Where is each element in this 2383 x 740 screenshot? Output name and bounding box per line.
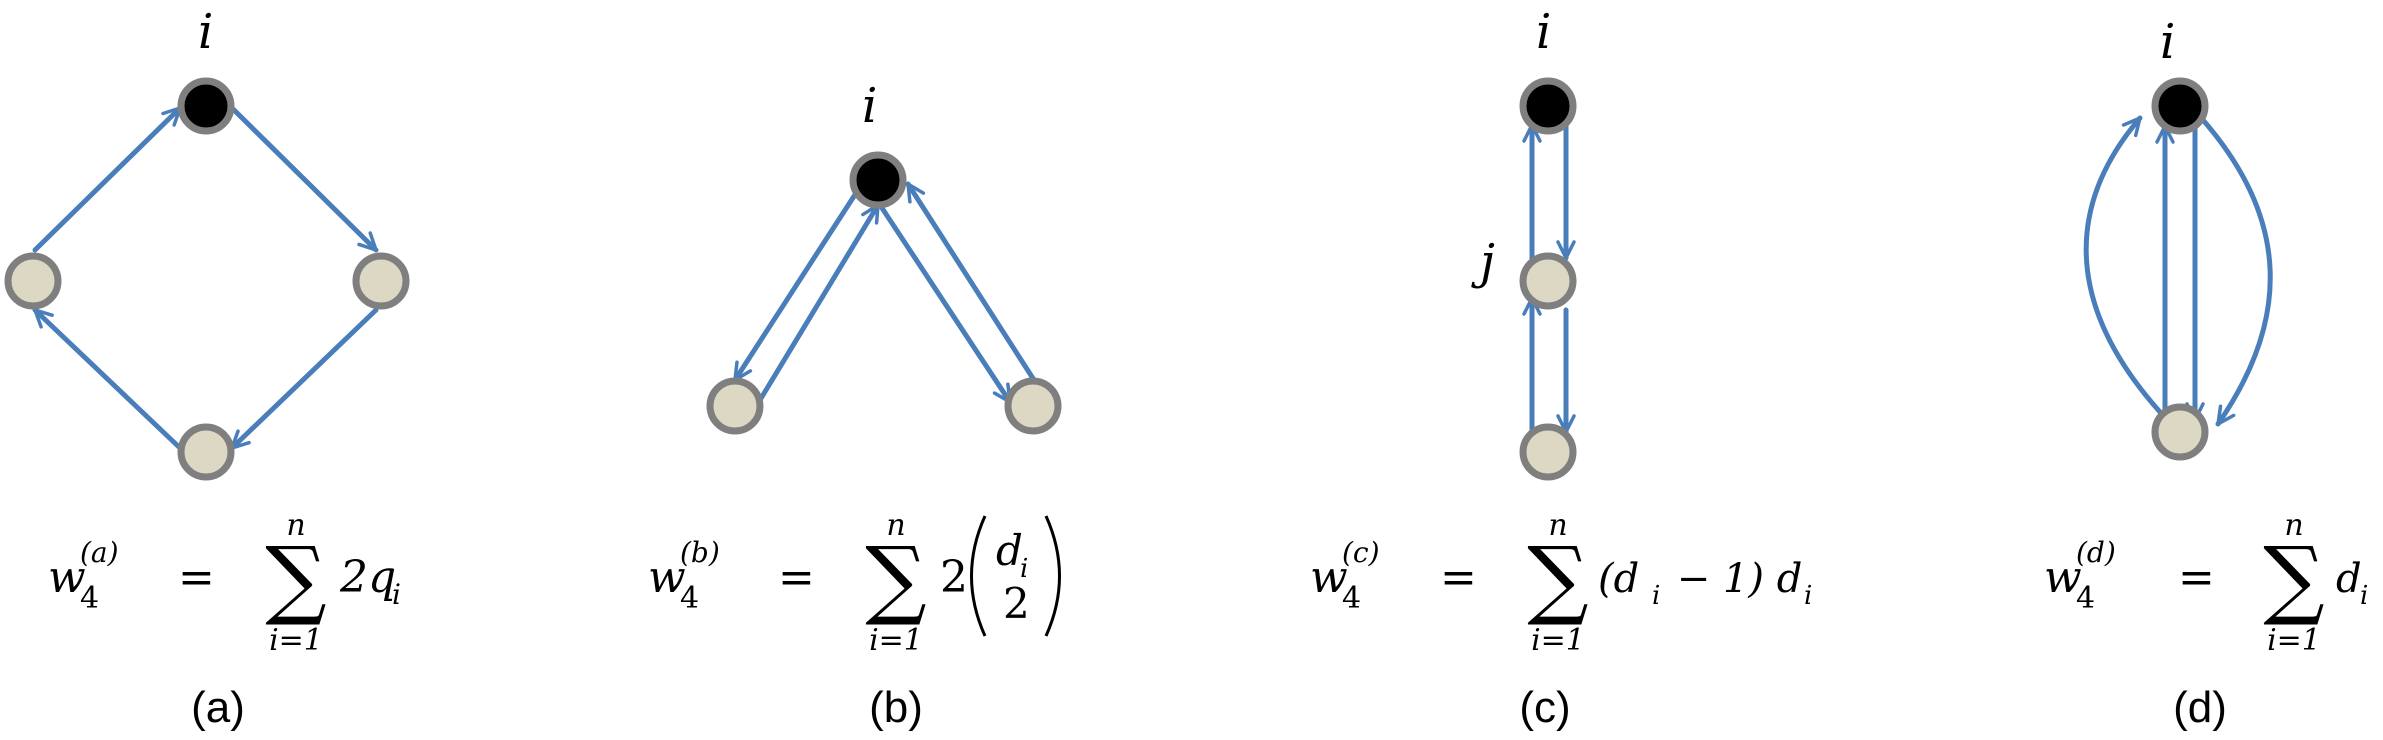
node-b-left: [706, 377, 764, 435]
formula-b-binom-top: d: [996, 526, 1023, 575]
formula-b-binom-top-sub: i: [1020, 554, 1028, 584]
formula-a-lhs: w: [48, 552, 86, 603]
sum-sign-a: ∑: [265, 529, 326, 629]
node-c-bottom: [1519, 423, 1577, 481]
edge-d-right-arc: [2200, 117, 2273, 427]
caption-c: (c): [1519, 683, 1570, 732]
caption-a: (a): [191, 683, 245, 732]
node-a-i: [177, 77, 235, 135]
node-c-j: [1519, 252, 1577, 310]
node-b-i: [849, 151, 907, 209]
node-d-bottom: [2151, 403, 2209, 461]
node-label-b-i: i: [862, 78, 877, 134]
formula-a-sum-top: n: [286, 508, 305, 543]
formula-a: w 4 (a) = n ∑ i=1 2q i: [48, 508, 401, 658]
panel-b: i w 4 (b) = n ∑ i=1 2 d i 2 (b): [648, 78, 1062, 732]
formula-c-term-mid: − 1) d: [1664, 556, 1802, 602]
formula-d: w 4 (d) = n ∑ i=1 d i: [2044, 508, 2368, 658]
formula-c-term-open-sub: i: [1652, 581, 1660, 611]
node-label-c-j: j: [1471, 234, 1495, 290]
node-a-right: [352, 252, 410, 310]
binom-right-paren: [1044, 515, 1061, 637]
formula-d-lhs: w: [2044, 552, 2082, 603]
edge-b-right-to-top: [905, 181, 1037, 383]
edge-d-left-arc: [2083, 115, 2163, 415]
formula-a-term-sub: i: [392, 578, 401, 611]
formula-d-term-sub: i: [2360, 581, 2368, 611]
node-d-i: [2151, 77, 2209, 135]
panel-d: i w 4 (d) = n ∑ i=1 d i (d): [2044, 14, 2368, 732]
formula-a-lhs-sub: 4: [80, 581, 99, 616]
node-a-left: [4, 252, 62, 310]
caption-d: (d): [2173, 683, 2227, 732]
edge-a-bottom-to-left: [32, 307, 183, 451]
edge-b-top-to-left: [732, 187, 861, 383]
edge-a-top-to-right: [229, 105, 379, 253]
formula-c-sum-top: n: [1548, 508, 1567, 543]
caption-b: (b): [869, 683, 923, 732]
panel-c: i j w 4 (c) = n ∑ i=1 (d i − 1) d i (c): [1310, 4, 1812, 732]
node-label-a-i: i: [198, 4, 213, 60]
formula-b-eq: =: [778, 552, 815, 603]
sum-sign-c: ∑: [1527, 529, 1588, 629]
edge-a-left-to-top: [32, 105, 183, 253]
node-b-right: [1004, 377, 1062, 435]
formula-a-eq: =: [178, 552, 215, 603]
formula-a-sum-bottom: i=1: [269, 623, 323, 658]
formula-c-lhs-sup: (c): [1342, 536, 1380, 569]
formula-b-coef: 2: [940, 552, 968, 603]
node-a-bottom: [177, 423, 235, 481]
formula-c-sum-bottom: i=1: [1531, 623, 1585, 658]
sum-sign-d: ∑: [2263, 529, 2324, 629]
formula-a-lhs-sup: (a): [80, 536, 119, 569]
formula-b-binom-bottom: 2: [1003, 579, 1030, 628]
formula-b-sum-top: n: [886, 508, 905, 543]
formula-b-lhs-sub: 4: [680, 581, 699, 616]
formula-d-lhs-sub: 4: [2076, 581, 2095, 616]
formula-c-eq: =: [1440, 552, 1477, 603]
formula-d-lhs-sup: (d): [2076, 536, 2116, 569]
node-c-i: [1519, 77, 1577, 135]
binom-left-paren: [970, 515, 987, 637]
formula-c-term-end-sub: i: [1804, 581, 1812, 611]
panel-a: i w 4 (a) = n ∑ i=1 2q i (a): [4, 4, 410, 732]
formula-d-eq: =: [2178, 552, 2215, 603]
formula-c-term-open: (d: [1598, 556, 1639, 602]
formula-d-sum-bottom: i=1: [2267, 623, 2321, 658]
formula-b-lhs-sup: (b): [680, 536, 720, 569]
node-label-c-i: i: [1536, 4, 1551, 60]
edge-a-right-to-bottom: [229, 307, 379, 451]
sum-sign-b: ∑: [865, 529, 926, 629]
formula-a-term: 2q: [339, 552, 396, 603]
node-label-d-i: i: [2160, 14, 2175, 70]
formula-c-lhs-sub: 4: [1342, 581, 1361, 616]
edge-b-top-to-right: [879, 205, 1013, 405]
formula-d-sum-top: n: [2284, 508, 2303, 543]
formula-c-lhs: w: [1310, 552, 1348, 603]
formula-c: w 4 (c) = n ∑ i=1 (d i − 1) d i: [1310, 508, 1812, 658]
formula-b: w 4 (b) = n ∑ i=1 2 d i 2: [648, 508, 1061, 658]
edge-b-left-to-top: [757, 202, 881, 403]
formula-d-term: d: [2336, 556, 2362, 602]
formula-b-sum-bottom: i=1: [869, 623, 923, 658]
formula-b-lhs: w: [648, 552, 686, 603]
